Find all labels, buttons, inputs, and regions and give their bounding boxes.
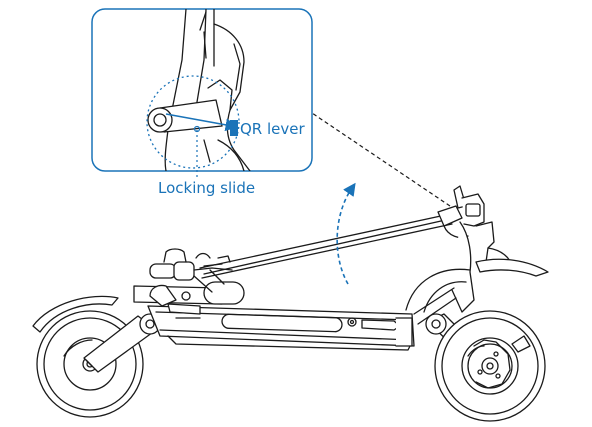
front-wheel xyxy=(434,310,546,422)
callout-box xyxy=(91,8,313,178)
locking-slide-point xyxy=(193,125,201,133)
qr-lever-marker xyxy=(230,120,238,136)
scooter-drawing xyxy=(32,185,549,422)
front-fender xyxy=(475,258,549,277)
focus-circle xyxy=(146,75,240,169)
stem-clamp xyxy=(437,185,485,239)
rear-fender xyxy=(32,295,119,333)
rear-handlebar xyxy=(149,248,233,281)
curved-arrow-up-icon xyxy=(336,182,356,285)
locking-slide-label: Locking slide xyxy=(158,179,256,197)
qr-lever-highlight xyxy=(165,113,239,132)
rear-components xyxy=(133,281,245,319)
steering-stem xyxy=(193,213,453,293)
front-neck xyxy=(405,221,513,325)
leader-line xyxy=(308,110,451,207)
qr-lever-label: QR lever xyxy=(240,120,305,138)
